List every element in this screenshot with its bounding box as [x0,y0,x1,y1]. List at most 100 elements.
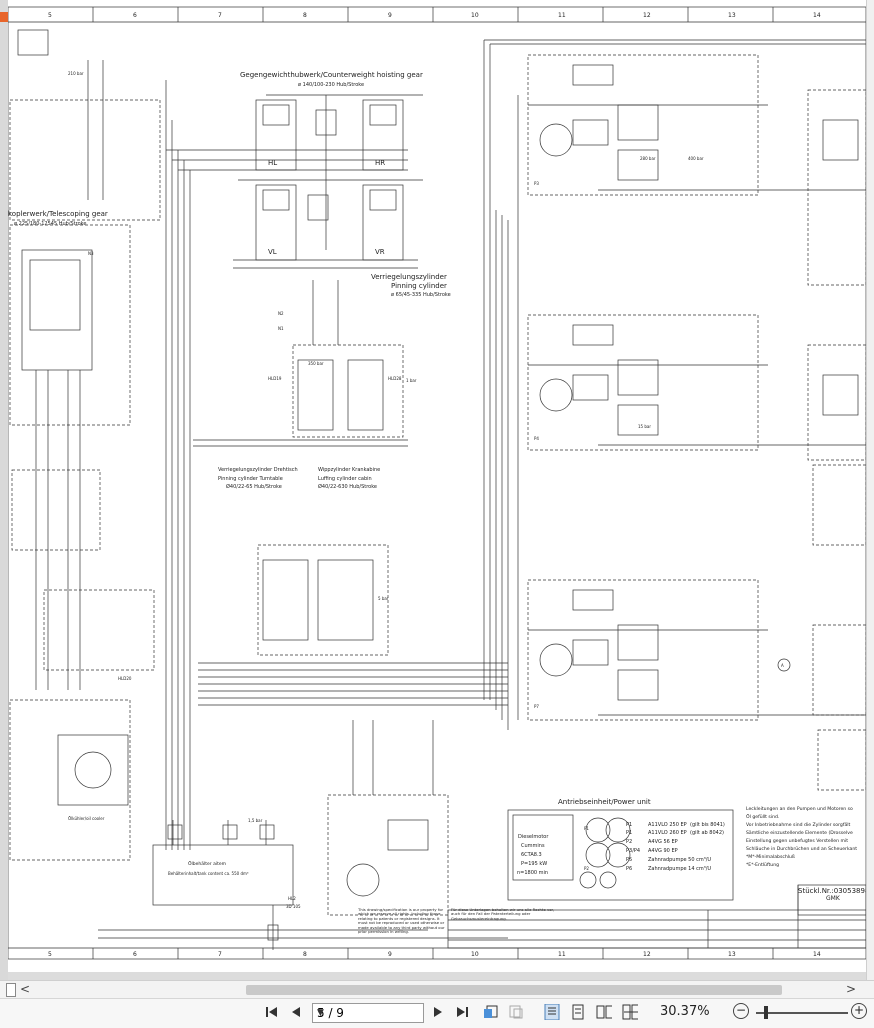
grid-number: 7 [218,951,222,958]
viewer-toolbar: 5 / 9 ▼ 30.37% − + [0,998,874,1028]
small-label: P7 [534,704,539,709]
zoom-slider[interactable] [756,1012,848,1014]
grid-number: 9 [388,12,392,19]
go-back-icon[interactable] [482,1004,498,1020]
telescoping-title: koplerwerk/Telescoping gear [8,210,108,218]
grid-number: 8 [303,951,307,958]
small-label: HLD28 [388,376,402,381]
go-forward-icon[interactable] [508,1004,524,1020]
page-number-value: 5 / 9 [317,1006,344,1020]
note-line: *M*-Minimalabschluß [746,854,795,860]
grid-number: 10 [471,951,479,958]
continuous-view-icon[interactable] [570,1004,586,1020]
two-page-continuous-icon[interactable] [622,1004,638,1020]
pump-id: P2 [626,839,632,845]
first-page-icon[interactable] [264,1004,280,1020]
grid-number: 9 [388,951,392,958]
small-label: 1,5 bar [248,818,263,823]
engine-line: P=195 kW [521,861,547,867]
pump-model: Zahnradpumpe 14 cm³/U [648,866,711,872]
document-viewport[interactable]: 5 6 7 8 9 10 11 12 13 14 5 6 7 8 9 10 11… [0,0,874,980]
grid-number: 12 [643,12,651,19]
pinning-title-en: Pinning cylinder [391,282,447,290]
counterweight-subtitle: ø 140/100-230 Hub/Stroke [298,82,364,88]
two-page-view-icon[interactable] [596,1004,612,1020]
telescoping-subtitle: ø 225/180-12545 Hub/Stroke [14,221,86,227]
small-label: 280 bar [640,156,656,161]
zoom-out-icon[interactable]: − [733,1003,749,1019]
cyl-label-vl: VL [268,248,277,256]
pump-model: A11VLO 260 EP [648,830,687,836]
pump-id: P6 [626,866,632,872]
schematic-page: 5 6 7 8 9 10 11 12 13 14 5 6 7 8 9 10 11… [8,0,866,972]
grid-number: 8 [303,12,307,19]
last-page-icon[interactable] [454,1004,470,1020]
note-line: Öl gefüllt sind. [746,813,779,820]
pump-note: (gilt bis 8041) [690,822,725,828]
panel-toggle-icon[interactable] [6,983,16,997]
luffing-title: Wippzylinder Krankabine [318,467,380,473]
small-label: P1 [584,826,589,831]
small-label: N2 [278,311,284,316]
small-label: P3 [534,181,539,186]
small-label: P4 [534,436,539,441]
grid-number: 10 [471,12,479,19]
grid-number: 5 [48,12,52,19]
counterweight-title: Gegengewichthubwerk/Counterweight hoisti… [240,71,423,79]
small-label: A [781,663,784,668]
scroll-left-button[interactable]: < [20,982,31,996]
pinning-title: Verriegelungszylinder [371,273,447,281]
scroll-thumb[interactable] [246,985,782,995]
pin-turntable-title: Verriegelungszylinder Drehtisch [218,467,298,473]
cyl-label-hr: HR [375,159,385,167]
tank-label: Ölbehälter aitem [188,860,226,867]
vertical-scrollbar[interactable] [866,0,874,980]
note-line: *E*-Entlüftung [746,862,779,868]
single-page-view-icon[interactable] [544,1004,560,1020]
grid-number: 11 [558,951,566,958]
small-label: 400 bar [688,156,704,161]
pump-model: A4VG 56 EP [648,839,678,845]
pump-id: P1 [626,830,632,836]
luffing-title-en: Luffing cylinder cabin [318,476,372,482]
chevron-down-icon[interactable]: ▼ [317,1008,324,1018]
pump-model: Zahnradpumpe 50 cm³/U [648,857,711,863]
grid-number: 7 [218,12,222,19]
engine-line: 6CTA8.3 [521,852,542,858]
horizontal-scrollbar[interactable]: < > [0,980,874,999]
zoom-slider-handle[interactable] [764,1006,768,1019]
pin-turntable-subtitle: Ø40/22-65 Hub/Stroke [226,483,282,490]
pump-id: P1 [626,822,632,828]
engine-line: Dieselmotor [518,834,549,840]
cyl-label-vr: VR [375,248,385,256]
small-label: N3 [88,251,94,256]
pump-model: A11VLO 250 EP [648,822,687,828]
small-label: HLD19 [268,376,282,381]
pump-id: P3/P4 [626,848,640,854]
tank-sublabel: Behälterinhalt/tank content ca. 550 dm³ [168,871,249,876]
page-number-field[interactable]: 5 / 9 ▼ [312,1003,424,1023]
grid-number: 6 [133,951,137,958]
scroll-right-button[interactable]: > [846,982,857,996]
grid-number: 13 [728,12,736,19]
grid-number: 6 [133,12,137,19]
grid-number: 12 [643,951,651,958]
brand-label: GMK [826,895,841,902]
small-label: HLD20 [118,676,132,681]
zoom-in-icon[interactable]: + [851,1003,867,1019]
small-label: 1 bar [406,378,417,383]
small-label: N1 [278,326,284,331]
oil-cooler-label: Ölkühler/oil cooler [68,816,105,821]
pump-model: A4VG 90 EP [648,848,678,854]
luffing-subtitle: Ø40/22-630 Hub/Stroke [318,483,377,490]
zoom-level[interactable]: 30.37% [660,1004,710,1019]
small-label: 210 bar [68,71,84,76]
note-line: Einstellung gegen unbefugtes Verstellen … [746,838,848,844]
pump-note: (gilt ab 8042) [690,830,724,836]
prev-page-icon[interactable] [288,1004,304,1020]
page-marker [0,12,8,22]
note-line: Leckleitungen an den Pumpen und Motoren … [746,806,853,812]
copyright-text: This drawing/specification is our proper… [358,908,445,935]
next-page-icon[interactable] [430,1004,446,1020]
note-line: Vor Inbetriebnahme sind die Zylinder sor… [746,822,851,828]
